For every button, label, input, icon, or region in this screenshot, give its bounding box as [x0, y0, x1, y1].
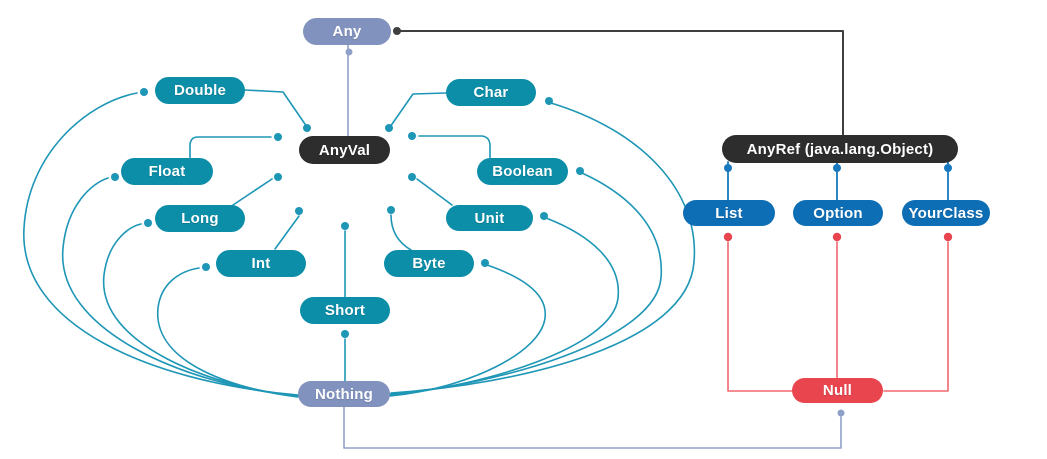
node-null: Null	[792, 378, 883, 403]
edge-float-to-anyval	[189, 136, 272, 159]
dot-anyval-left-upper	[274, 133, 282, 141]
dot-float-left	[111, 173, 119, 181]
dot-byte-right	[481, 259, 489, 267]
edge-boolean-arc-nothing	[389, 172, 663, 395]
edge-any-to-anyref	[393, 30, 844, 136]
node-anyref: AnyRef (java.lang.Object)	[722, 135, 958, 163]
edge-long-to-anyval	[232, 178, 273, 206]
dot-anyval-topleft	[303, 124, 311, 132]
dot-anyref-option	[833, 164, 841, 172]
node-char: Char	[446, 79, 536, 106]
dot-unit-right	[540, 212, 548, 220]
edge-yourclass-to-null	[883, 241, 949, 392]
dot-long-left	[144, 219, 152, 227]
node-double: Double	[155, 77, 245, 104]
edge-nothing-arc-int	[157, 267, 299, 398]
dot-anyval-topright	[385, 124, 393, 132]
dot-anyref-list	[724, 164, 732, 172]
node-float: Float	[121, 158, 213, 185]
edge-boolean-to-anyval	[418, 135, 491, 159]
node-anyval: AnyVal	[299, 136, 390, 164]
dot-any-right	[393, 27, 401, 35]
edge-nothing-arc-float	[62, 177, 299, 397]
dot-char-right	[545, 97, 553, 105]
dot-short-bottom	[341, 330, 349, 338]
edge-list-to-null	[727, 241, 793, 392]
dot-anyval-bottomleft	[295, 207, 303, 215]
dot-anyval-bottomcenter	[341, 222, 349, 230]
edge-unit-to-anyval	[416, 178, 453, 206]
node-boolean: Boolean	[477, 158, 568, 185]
node-any: Any	[303, 18, 391, 45]
dot-anyval-bottomright	[387, 206, 395, 214]
node-yourclass: YourClass	[902, 200, 990, 226]
edge-anyval-to-int	[274, 215, 300, 250]
dot-option-bottom	[832, 232, 842, 242]
edge-nothing-arc-double	[23, 92, 299, 396]
node-byte: Byte	[384, 250, 474, 277]
dot-anyval-right-lower	[408, 173, 416, 181]
dot-yourclass-bottom	[943, 232, 953, 242]
dot-anyval-right-upper	[408, 132, 416, 140]
edge-char-arc-nothing	[390, 102, 696, 394]
dot-double-left	[140, 88, 148, 96]
dot-anyval-left-lower	[274, 173, 282, 181]
dot-list-bottom	[723, 232, 733, 242]
node-list: List	[683, 200, 775, 226]
dot-boolean-right	[576, 167, 584, 175]
node-nothing: Nothing	[298, 381, 390, 407]
edge-anyval-to-byte	[390, 214, 412, 251]
edge-unit-arc-nothing	[389, 217, 620, 396]
edge-nothing-to-null	[343, 406, 842, 449]
node-unit: Unit	[446, 205, 533, 231]
dot-any-bottom	[345, 48, 353, 56]
edge-char-to-anyval	[389, 92, 447, 128]
edge-byte-arc-nothing	[389, 264, 546, 397]
node-int: Int	[216, 250, 306, 277]
node-option: Option	[793, 200, 883, 226]
node-short: Short	[300, 297, 390, 324]
dot-int-left	[202, 263, 210, 271]
dot-null-bottom	[837, 409, 845, 417]
edge-double-to-anyval	[244, 89, 308, 128]
node-long: Long	[155, 205, 245, 232]
dot-anyref-yourclass	[944, 164, 952, 172]
